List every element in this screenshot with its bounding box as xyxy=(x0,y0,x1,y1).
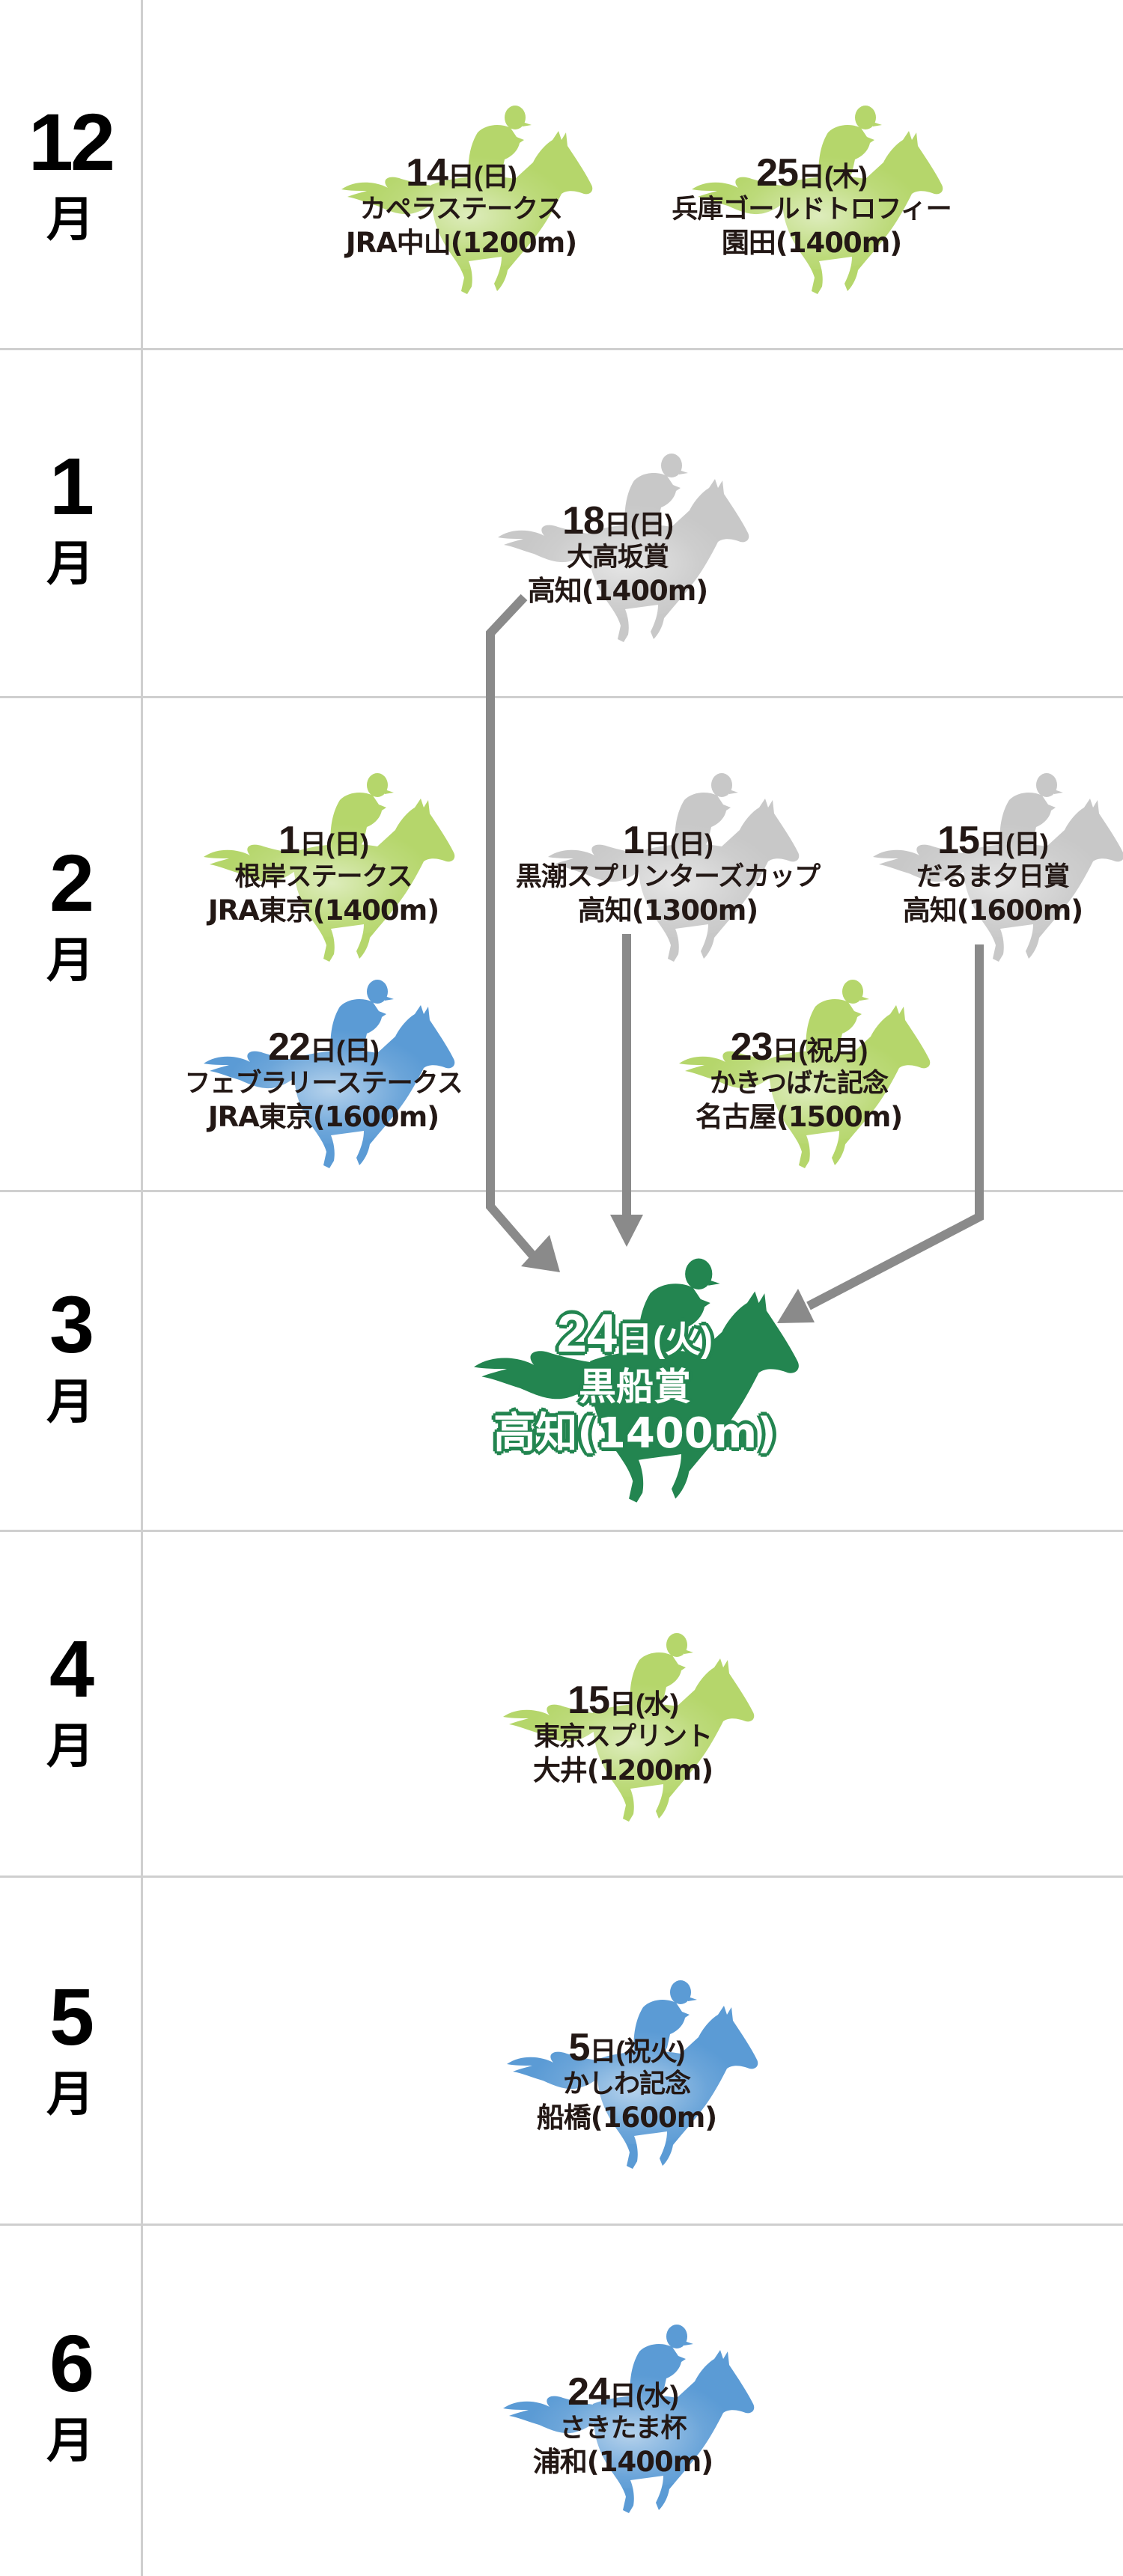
race-card-sakitama-hai[interactable]: 24日(水) さきたま杯 浦和(1400m) xyxy=(443,2320,803,2515)
race-name: 黒船賞 xyxy=(579,1365,691,1408)
race-venue: 高知(1600m) xyxy=(902,894,1083,927)
race-venue: JRA東京(1600m) xyxy=(207,1101,439,1133)
race-card-kurofune-sho-main[interactable]: 24日(火) 黒船賞 高知(1400m) xyxy=(395,1251,874,1521)
month-number: 12 xyxy=(28,97,115,187)
race-name: かしわ記念 xyxy=(562,2069,691,2099)
month-label-december: 12 月 xyxy=(0,97,141,250)
month-label-april: 4 月 xyxy=(0,1623,141,1777)
race-name: さきたま杯 xyxy=(559,2414,687,2444)
race-date: 14日(日) xyxy=(406,151,517,195)
race-date: 24日(火) xyxy=(556,1304,713,1364)
race-venue: 高知(1400m) xyxy=(527,575,708,607)
race-card-daruma-yuhi[interactable]: 15日(日) だるま夕日賞 高知(1600m) xyxy=(813,769,1123,963)
race-card-february-stakes[interactable]: 22日(日) フェブラリーステークス JRA東京(1600m) xyxy=(144,975,503,1170)
race-venue: 浦和(1400m) xyxy=(532,2446,713,2478)
race-date: 1日(日) xyxy=(279,819,369,862)
month-label-february: 2 月 xyxy=(0,837,141,991)
race-name: 根岸ステークス xyxy=(234,862,413,892)
month-number: 5 xyxy=(49,1971,94,2062)
race-name: 黒潮スプリンターズカップ xyxy=(515,862,821,892)
month-label-january: 1 月 xyxy=(0,441,141,594)
race-card-tokyo-sprint[interactable]: 15日(水) 東京スプリント 大井(1200m) xyxy=(443,1629,803,1823)
race-name: フェブラリーステークス xyxy=(184,1069,463,1099)
race-date: 22日(日) xyxy=(268,1025,380,1069)
month-unit: 月 xyxy=(46,192,94,248)
race-venue: 大井(1200m) xyxy=(532,1754,713,1786)
month-number: 6 xyxy=(49,2318,94,2408)
horse-jockey-icon xyxy=(503,2320,758,2515)
row-divider xyxy=(0,2224,1123,2226)
horse-jockey-icon xyxy=(204,975,458,1170)
month-label-march: 3 月 xyxy=(0,1279,141,1432)
month-unit: 月 xyxy=(46,537,94,592)
race-venue: JRA東京(1400m) xyxy=(207,894,439,927)
race-name: カペラステークス xyxy=(359,195,563,225)
arrowhead-icon xyxy=(610,1215,643,1247)
race-name: かきつばた記念 xyxy=(709,1069,889,1099)
row-divider xyxy=(0,348,1123,350)
month-unit: 月 xyxy=(46,2414,94,2469)
month-unit: 月 xyxy=(46,933,94,989)
race-date: 15日(日) xyxy=(937,819,1049,862)
race-card-hyogo-gold-trophy[interactable]: 25日(木) 兵庫ゴールドトロフィー 園田(1400m) xyxy=(632,101,991,296)
race-card-negishi[interactable]: 1日(日) 根岸ステークス JRA東京(1400m) xyxy=(144,769,503,963)
month-number: 4 xyxy=(49,1623,94,1714)
race-name: だるま夕日賞 xyxy=(916,862,1070,892)
horse-jockey-icon xyxy=(204,769,458,963)
race-venue: 高知(1300m) xyxy=(577,894,758,927)
sidebar-divider xyxy=(141,0,143,2576)
race-date: 23日(祝月) xyxy=(730,1025,868,1069)
horse-jockey-icon xyxy=(341,101,596,296)
row-divider xyxy=(0,1530,1123,1532)
race-card-daikosaka[interactable]: 18日(日) 大高坂賞 高知(1400m) xyxy=(438,449,797,644)
race-venue: 名古屋(1500m) xyxy=(695,1101,903,1133)
horse-jockey-icon xyxy=(548,769,803,963)
horse-jockey-icon xyxy=(873,769,1123,963)
row-divider xyxy=(0,696,1123,698)
race-card-kashiwa-kinen[interactable]: 5日(祝火) かしわ記念 船橋(1600m) xyxy=(447,1976,806,2170)
race-date: 1日(日) xyxy=(623,819,713,862)
race-card-kuroshio-sprinters-cup[interactable]: 1日(日) 黒潮スプリンターズカップ 高知(1300m) xyxy=(488,769,847,963)
month-unit: 月 xyxy=(46,1719,94,1774)
horse-jockey-icon xyxy=(507,1976,761,2170)
month-label-june: 6 月 xyxy=(0,2318,141,2471)
race-venue: 高知(1400m) xyxy=(493,1409,776,1458)
race-name: 東京スプリント xyxy=(533,1722,713,1752)
month-unit: 月 xyxy=(46,1375,94,1430)
horse-jockey-icon xyxy=(679,975,934,1170)
row-divider xyxy=(0,1875,1123,1878)
month-label-may: 5 月 xyxy=(0,1971,141,2125)
month-number: 1 xyxy=(49,441,94,531)
horse-jockey-icon xyxy=(692,101,946,296)
race-date: 24日(水) xyxy=(567,2370,679,2414)
race-name: 大高坂賞 xyxy=(566,543,669,573)
race-venue: JRA中山(1200m) xyxy=(345,227,577,259)
row-divider xyxy=(0,1190,1123,1192)
race-card-kakitsubata[interactable]: 23日(祝月) かきつばた記念 名古屋(1500m) xyxy=(619,975,979,1170)
race-date: 18日(日) xyxy=(562,499,674,543)
race-date: 25日(木) xyxy=(756,151,868,195)
race-venue: 船橋(1600m) xyxy=(536,2102,717,2134)
race-card-capella[interactable]: 14日(日) カペラステークス JRA中山(1200m) xyxy=(281,101,641,296)
race-name: 兵庫ゴールドトロフィー xyxy=(672,195,952,225)
race-venue: 園田(1400m) xyxy=(721,227,902,259)
month-number: 3 xyxy=(49,1279,94,1370)
race-date: 15日(水) xyxy=(567,1679,679,1722)
month-number: 2 xyxy=(49,837,94,928)
horse-jockey-icon xyxy=(503,1629,758,1823)
race-date: 5日(祝火) xyxy=(568,2026,686,2069)
horse-jockey-icon xyxy=(498,449,752,644)
month-unit: 月 xyxy=(46,2067,94,2122)
